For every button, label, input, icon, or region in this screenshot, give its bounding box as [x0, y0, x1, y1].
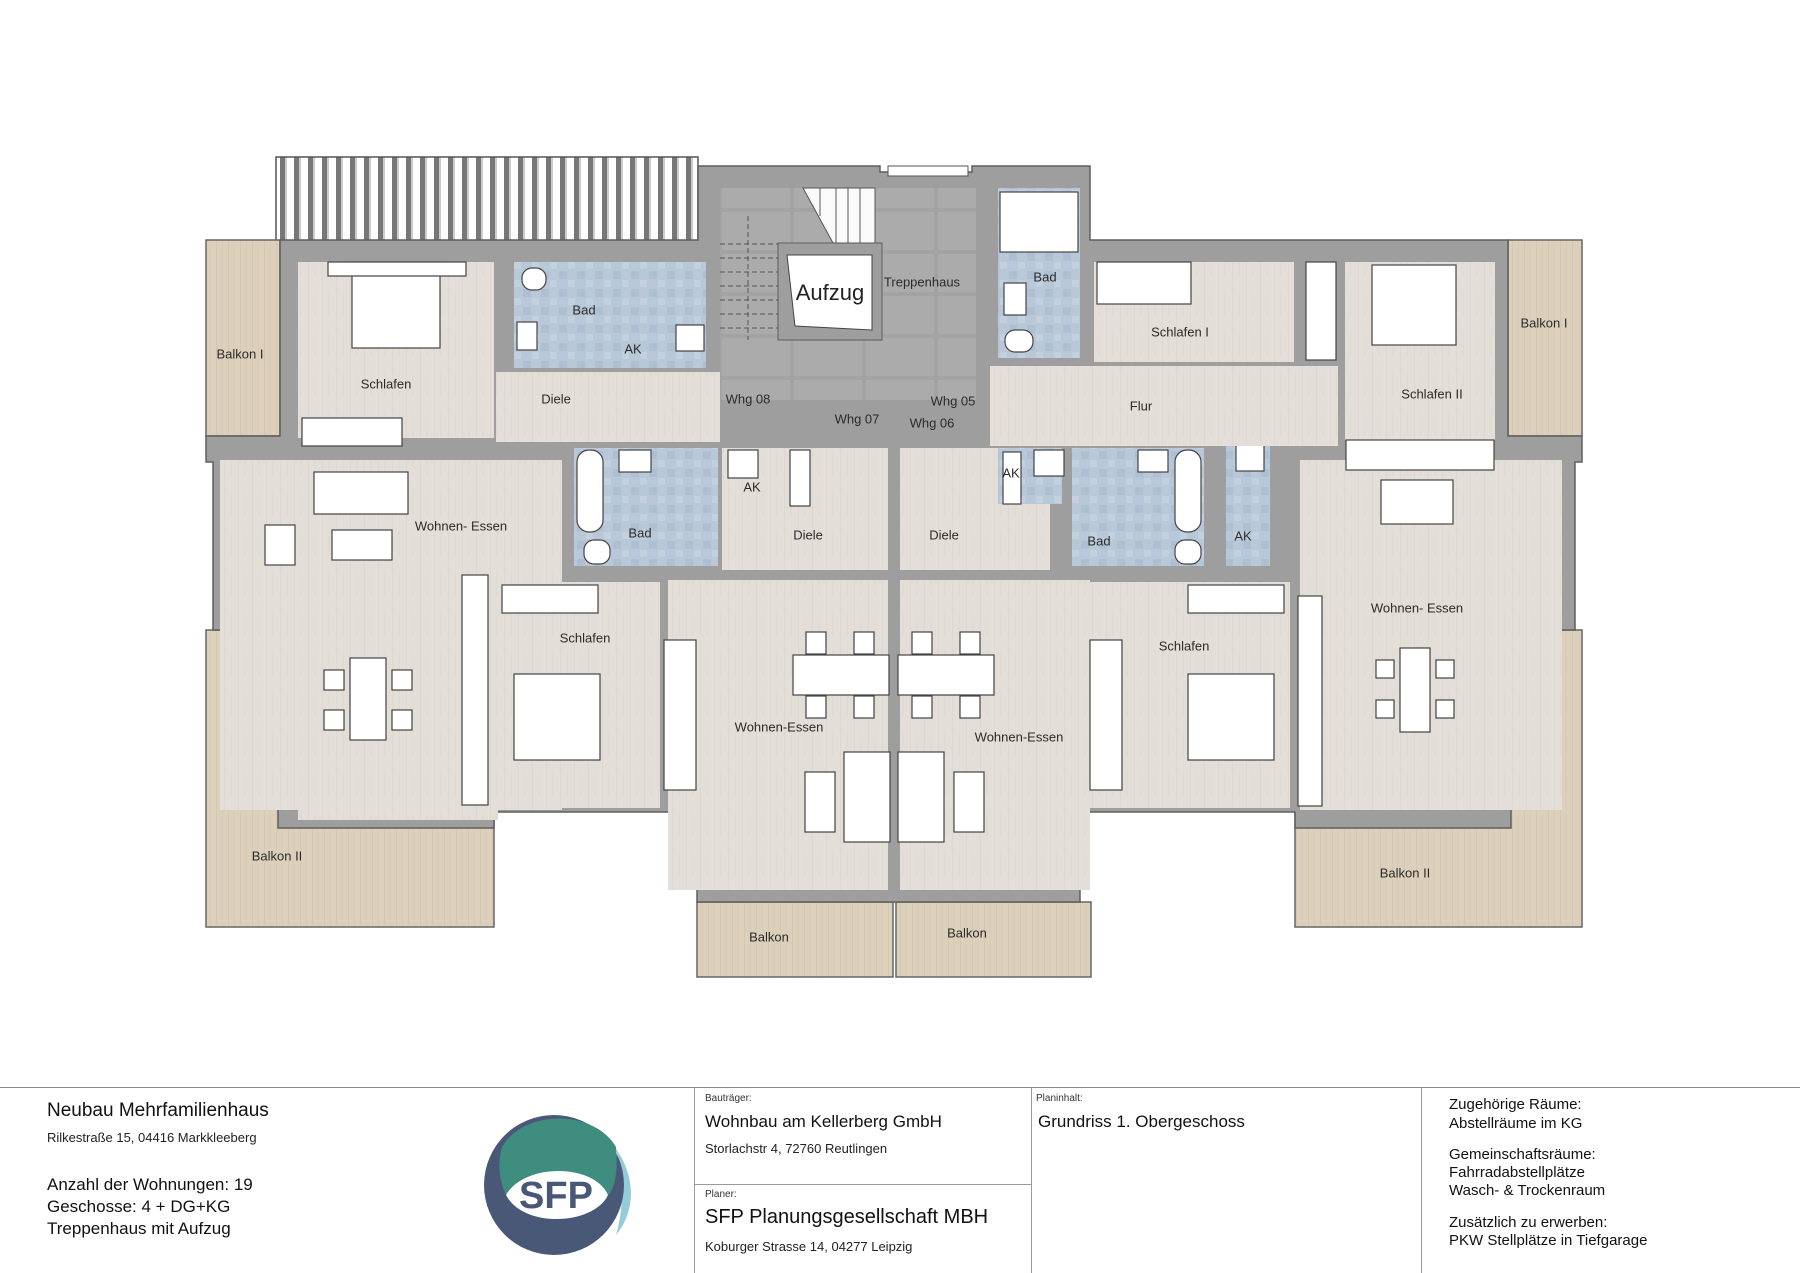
bautraeger-address: Storlachstr 4, 72760 Reutlingen — [705, 1141, 888, 1156]
stairs — [720, 216, 778, 340]
room-label-balkon-i-left: Balkon I — [216, 346, 264, 362]
label-whg-07: Whg 07 — [834, 411, 880, 427]
stair-flight — [802, 187, 876, 244]
zusaetzlich-value: PKW Stellplätze in Tiefgarage — [1449, 1232, 1648, 1249]
label-whg-06: Whg 06 — [909, 415, 955, 431]
gemeinschaft-label: Gemeinschaftsräume: — [1449, 1146, 1596, 1163]
room-label-bad-midright: Bad — [1087, 533, 1111, 549]
room-label-wohnen-essen-midright: Wohnen-Essen — [974, 729, 1064, 745]
room-label-ak-midright: AK — [1002, 465, 1020, 481]
planinhalt-label: Planinhalt: — [1036, 1093, 1083, 1104]
project-units: Anzahl der Wohnungen: 19 — [47, 1175, 253, 1194]
room-label-balkon-i-right: Balkon I — [1520, 315, 1568, 331]
room-label-bad-midleft: Bad — [628, 525, 652, 541]
project-floors: Geschosse: 4 + DG+KG — [47, 1197, 231, 1216]
roof-grating — [275, 156, 699, 242]
balkon-i-right — [1507, 239, 1583, 437]
left-diele-floor — [496, 372, 720, 442]
room-label-wohnen-essen-left: Wohnen- Essen — [414, 518, 508, 534]
furniture-midright — [897, 440, 1285, 843]
room-label-schlafen-left: Schlafen — [360, 376, 412, 392]
room-label-diele-left: Diele — [541, 391, 571, 407]
furniture-right — [999, 191, 1495, 807]
planer-label: Planer: — [705, 1189, 737, 1200]
floor-plan: Balkon I Schlafen Bad AK Diele Wohnen- E… — [205, 156, 1583, 978]
gemeinschaft-item-2: Wasch- & Trockenraum — [1449, 1182, 1606, 1199]
furniture-left — [264, 261, 705, 806]
divider — [1031, 1088, 1032, 1273]
floor-plan-drawing — [205, 156, 1583, 978]
title-block: Neubau Mehrfamilienhaus Rilkestraße 15, … — [0, 1087, 1800, 1273]
room-label-balkon-ii-right: Balkon II — [1379, 865, 1431, 881]
room-label-schlafen-midright: Schlafen — [1158, 638, 1210, 654]
sfp-logo: SFP — [484, 1107, 636, 1259]
room-label-ak-left: AK — [624, 341, 642, 357]
stair-window — [887, 165, 969, 177]
label-whg-08: Whg 08 — [725, 391, 771, 407]
bautraeger-name: Wohnbau am Kellerberg GmbH — [705, 1112, 942, 1131]
room-label-schlafen-i-right: Schlafen I — [1151, 324, 1209, 340]
room-label-flur-right: Flur — [1129, 398, 1153, 414]
divider — [1421, 1088, 1422, 1273]
divider — [694, 1184, 1031, 1185]
room-label-treppenhaus: Treppenhaus — [883, 274, 961, 290]
room-label-balkon-midleft: Balkon — [749, 929, 789, 945]
bautraeger-label: Bauträger: — [705, 1093, 752, 1104]
room-label-diele-midright: Diele — [929, 527, 959, 543]
room-label-schlafen-midleft: Schlafen — [559, 630, 611, 646]
aufzug-car — [786, 254, 873, 331]
planer-name: SFP Planungsgesellschaft MBH — [705, 1206, 989, 1228]
label-whg-05: Whg 05 — [930, 393, 976, 409]
room-label-wohnen-essen-right: Wohnen- Essen — [1370, 600, 1464, 616]
zugehoerige-label: Zugehörige Räume: — [1449, 1096, 1582, 1113]
furniture-midleft — [501, 449, 891, 843]
room-label-balkon-ii-left: Balkon II — [251, 848, 303, 864]
room-label-ak2-midright: AK — [1234, 528, 1252, 544]
room-label-ak-midleft: AK — [743, 479, 761, 495]
project-address: Rilkestraße 15, 04416 Markkleeberg — [47, 1130, 257, 1145]
gemeinschaft-item-1: Fahrradabstellplätze — [1449, 1164, 1585, 1181]
room-label-aufzug: Aufzug — [795, 280, 865, 305]
balkon-i-left — [205, 239, 281, 437]
project-title: Neubau Mehrfamilienhaus — [47, 1100, 269, 1121]
zusaetzlich-label: Zusätzlich zu erwerben: — [1449, 1214, 1608, 1231]
logo-text: SFP — [519, 1175, 593, 1217]
room-label-bad-left: Bad — [572, 302, 596, 318]
divider — [694, 1088, 695, 1273]
balkon-mid-right — [895, 901, 1092, 978]
project-stair: Treppenhaus mit Aufzug — [47, 1219, 231, 1238]
balkon-mid-left — [696, 901, 894, 978]
zugehoerige-value: Abstellräume im KG — [1449, 1115, 1583, 1132]
room-label-balkon-midright: Balkon — [947, 925, 987, 941]
planinhalt-value: Grundriss 1. Obergeschoss — [1038, 1112, 1245, 1131]
room-label-wohnen-essen-midleft: Wohnen-Essen — [734, 719, 824, 735]
right-flur-floor — [990, 366, 1338, 446]
planer-address: Koburger Strasse 14, 04277 Leipzig — [705, 1239, 913, 1254]
room-label-bad-right: Bad — [1033, 269, 1057, 285]
room-label-schlafen-ii-right: Schlafen II — [1401, 386, 1463, 402]
midleft-wohnen-floor — [668, 580, 888, 890]
room-label-diele-midleft: Diele — [793, 527, 823, 543]
sfp-logo-icon: SFP — [484, 1115, 631, 1255]
